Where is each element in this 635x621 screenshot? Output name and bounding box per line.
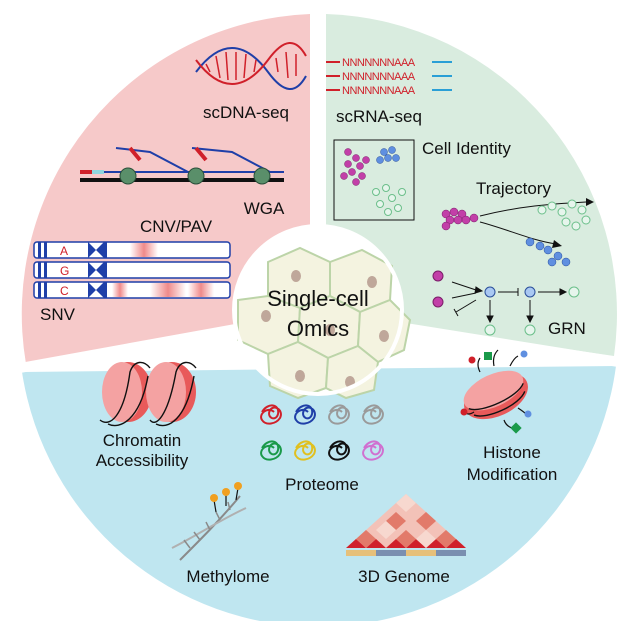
grn-label: GRN [548,319,586,338]
read-1: NNNNNNNAAA [342,57,416,69]
read-3: NNNNNNNAAA [342,85,416,97]
accessibility-label: Accessibility [96,451,189,470]
grn-network-icon [432,270,580,336]
modification-label: Modification [467,465,558,484]
reads-icon [326,61,452,91]
nucleosome-icon [99,361,197,427]
scrna-seq-label: scRNA-seq [336,107,422,126]
histone-icon [460,349,532,434]
protein-fold-icon [260,404,384,461]
cnv-pav-label: CNV/PAV [140,217,213,236]
cell-identity-label: Cell Identity [422,139,511,158]
trajectory-label: Trajectory [476,179,551,198]
base-c: C [60,284,69,298]
hic-triangle-icon [346,494,466,556]
wga-amplification-icon [80,146,284,185]
center-title-line2: Omics [287,316,349,341]
methylome-label: Methylome [186,567,269,586]
histone-label: Histone [483,443,541,462]
trajectory-icon [441,198,594,267]
wga-label: WGA [244,199,285,218]
base-a: A [60,244,68,258]
cluster-icon [333,139,415,221]
3d-genome-label: 3D Genome [358,567,450,586]
proteome-label: Proteome [285,475,359,494]
chromatin-label: Chromatin [103,431,181,450]
transcriptome-sector [326,14,617,356]
base-g: G [60,264,69,278]
epigenome-sector [22,366,616,621]
cells-icon [232,224,412,400]
scdna-seq-label: scDNA-seq [203,103,289,122]
chromosome-icon: A G C [33,241,231,299]
snv-label: SNV [40,305,76,324]
read-2: NNNNNNNAAA [342,71,416,83]
center-title-line1: Single-cell [267,286,369,311]
dna-helix-icon [195,42,307,90]
methylation-dna-icon [171,482,247,561]
